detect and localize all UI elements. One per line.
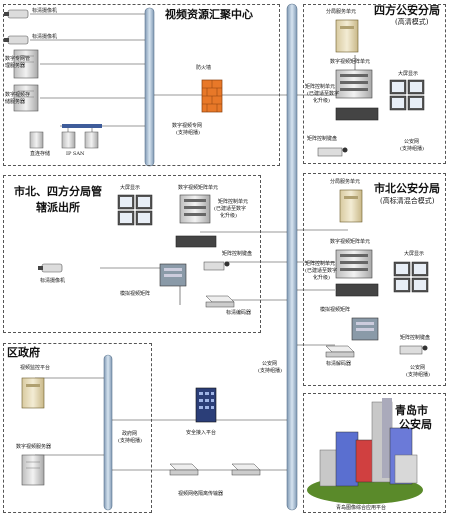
region-video-center: [3, 4, 280, 166]
video-wall-icon-shibei: [393, 261, 429, 293]
label-matrix-ctrl-3c: 化升级): [313, 275, 330, 281]
label-qingdao-platform: 青岛图像综合应用平台: [336, 505, 387, 511]
isolation-device-icon-2: [231, 463, 261, 476]
label-matrix-unit-1: 数字视频矩阵单元: [330, 59, 371, 65]
storage-icon: [29, 124, 102, 149]
video-center-backbone: [144, 7, 155, 167]
label-big-screen-1: 大屏显示: [398, 71, 419, 77]
label-digital-mgr: 数字视频服务器: [16, 444, 52, 450]
firewall-icon: [201, 79, 223, 113]
label-matrix-unit-2: 数字视频矩阵单元: [178, 185, 219, 191]
label-ip-san: IP SAN: [66, 151, 85, 157]
district-backbone: [103, 354, 113, 511]
label-matrix-keyboard-2: 矩阵控制键盘: [222, 251, 253, 257]
label-big-screen-3: 大屏显示: [404, 251, 425, 257]
label-public-net-main-2: (支持组播): [258, 368, 282, 374]
label-public-net-1b: (支持组播): [400, 146, 424, 152]
label-gov-net-2: (支持组播): [118, 438, 142, 444]
region-stations: [3, 175, 261, 333]
label-digital-pc-2: 理服务器: [5, 63, 26, 69]
keyboard-icon-shibei: [399, 345, 428, 355]
platform-pc-icon: [21, 377, 45, 409]
analog-matrix-icon-2: [351, 317, 379, 341]
isolation-device-icon-1: [169, 463, 199, 476]
label-sub-server-1: 分局服务单元: [326, 9, 357, 15]
label-matrix-unit-3: 数字视频矩阵单元: [330, 239, 371, 245]
qingdao-title-2: 公安局: [399, 418, 432, 431]
label-security-platform: 安全接入平台: [186, 430, 217, 436]
label-matrix-ctrl-2c: 化升级): [220, 213, 237, 219]
label-digital-net-1: 数字视频专网: [172, 123, 203, 129]
label-gov-net-1: 政府网: [122, 431, 138, 437]
matrix-rack-icon-shibei: [335, 249, 379, 297]
label-sd-decoder: 标清解码器: [326, 361, 352, 367]
label-big-screen-2: 大屏显示: [120, 185, 141, 191]
label-public-net-2b: (支持组播): [406, 372, 430, 378]
stations-title-2: 辖派出所: [36, 201, 80, 214]
label-sd-camera: 标清摄像机: [40, 278, 66, 284]
encoder-icon: [205, 295, 235, 308]
region-sifang: [303, 4, 446, 164]
video-wall-icon-sifang: [389, 79, 425, 111]
label-direct-storage: 直连存储: [30, 151, 51, 157]
video-center-title: 视频资源汇聚中心: [165, 8, 253, 21]
public-net-backbone: [286, 3, 298, 511]
label-video-isolation: 视频网络隔离传输器: [178, 491, 224, 497]
video-wall-icon-stations: [117, 194, 153, 226]
server-icon-2: [13, 84, 39, 112]
sd-camera-icon: [38, 263, 63, 273]
label-matrix-ctrl-3a: 矩阵控制单元: [305, 261, 336, 267]
keyboard-icon-stations: [203, 261, 230, 271]
label-matrix-keyboard-3: 矩阵控制键盘: [400, 335, 431, 341]
label-matrix-ctrl-1b: (已建适至数字: [307, 91, 339, 97]
camera-icon-2: [4, 35, 29, 45]
qingdao-buildings-icon: [307, 398, 423, 504]
label-digital-storage-1: 数字视频存: [5, 92, 31, 98]
label-public-net-main-1: 公安网: [262, 361, 278, 367]
server-icon-1: [13, 49, 39, 79]
region-district: [3, 343, 152, 513]
label-sd-encoder: 标清编码器: [226, 310, 252, 316]
label-public-net-2a: 公安网: [410, 365, 426, 371]
label-digital-net-2: (支持组播): [176, 130, 200, 136]
keyboard-icon-sifang: [317, 147, 348, 157]
shibei-title: 市北公安分局: [374, 182, 440, 195]
label-analog-matrix-1: 模拟视频矩阵: [120, 291, 151, 297]
label-hd-camera-2: 标清摄像机: [32, 34, 58, 40]
label-hd-camera-1: 标清摄像机: [32, 8, 58, 14]
matrix-rack-icon-stations: [175, 194, 217, 248]
label-video-platform: 视频监控平台: [20, 365, 51, 371]
region-qingdao: [303, 393, 446, 513]
pc-icon-shibei: [339, 189, 363, 223]
label-digital-pc-1: 数字专网管: [5, 56, 31, 62]
label-matrix-ctrl-3b: (已建适至数字: [305, 268, 337, 274]
label-matrix-ctrl-2a: 矩阵控制单元: [218, 199, 249, 205]
security-platform-icon: [195, 387, 217, 423]
label-analog-matrix-2: 模拟视频矩阵: [320, 307, 351, 313]
digital-server-icon-district: [21, 454, 45, 486]
pc-icon-sifang: [335, 19, 359, 53]
label-matrix-keyboard-1: 矩阵控制键盘: [307, 136, 338, 142]
label-sub-server-2: 分局服务单元: [330, 179, 361, 185]
label-public-net-1a: 公安网: [404, 139, 420, 145]
label-matrix-ctrl-2b: (已建适至数字: [214, 206, 246, 212]
label-firewall: 防火墙: [196, 65, 212, 71]
label-digital-storage-2: 储服务器: [5, 99, 26, 105]
sifang-subtitle: (高清模式): [395, 18, 429, 26]
camera-icon-1: [4, 9, 29, 19]
matrix-rack-icon-sifang: [335, 69, 379, 121]
decoder-icon: [325, 345, 355, 358]
shibei-subtitle: (高标清混合模式): [380, 197, 435, 205]
label-matrix-ctrl-1c: 化升级): [313, 98, 330, 104]
qingdao-title-1: 青岛市: [395, 404, 428, 417]
district-title: 区政府: [7, 346, 40, 359]
stations-title-1: 市北、四方分局管: [14, 185, 102, 198]
analog-matrix-icon-1: [159, 263, 187, 287]
connection-lines: [30, 13, 356, 471]
sifang-title: 四方公安分局: [374, 4, 440, 17]
region-shibei: [303, 173, 446, 386]
label-matrix-ctrl-1a: 矩阵控制单元: [305, 84, 336, 90]
